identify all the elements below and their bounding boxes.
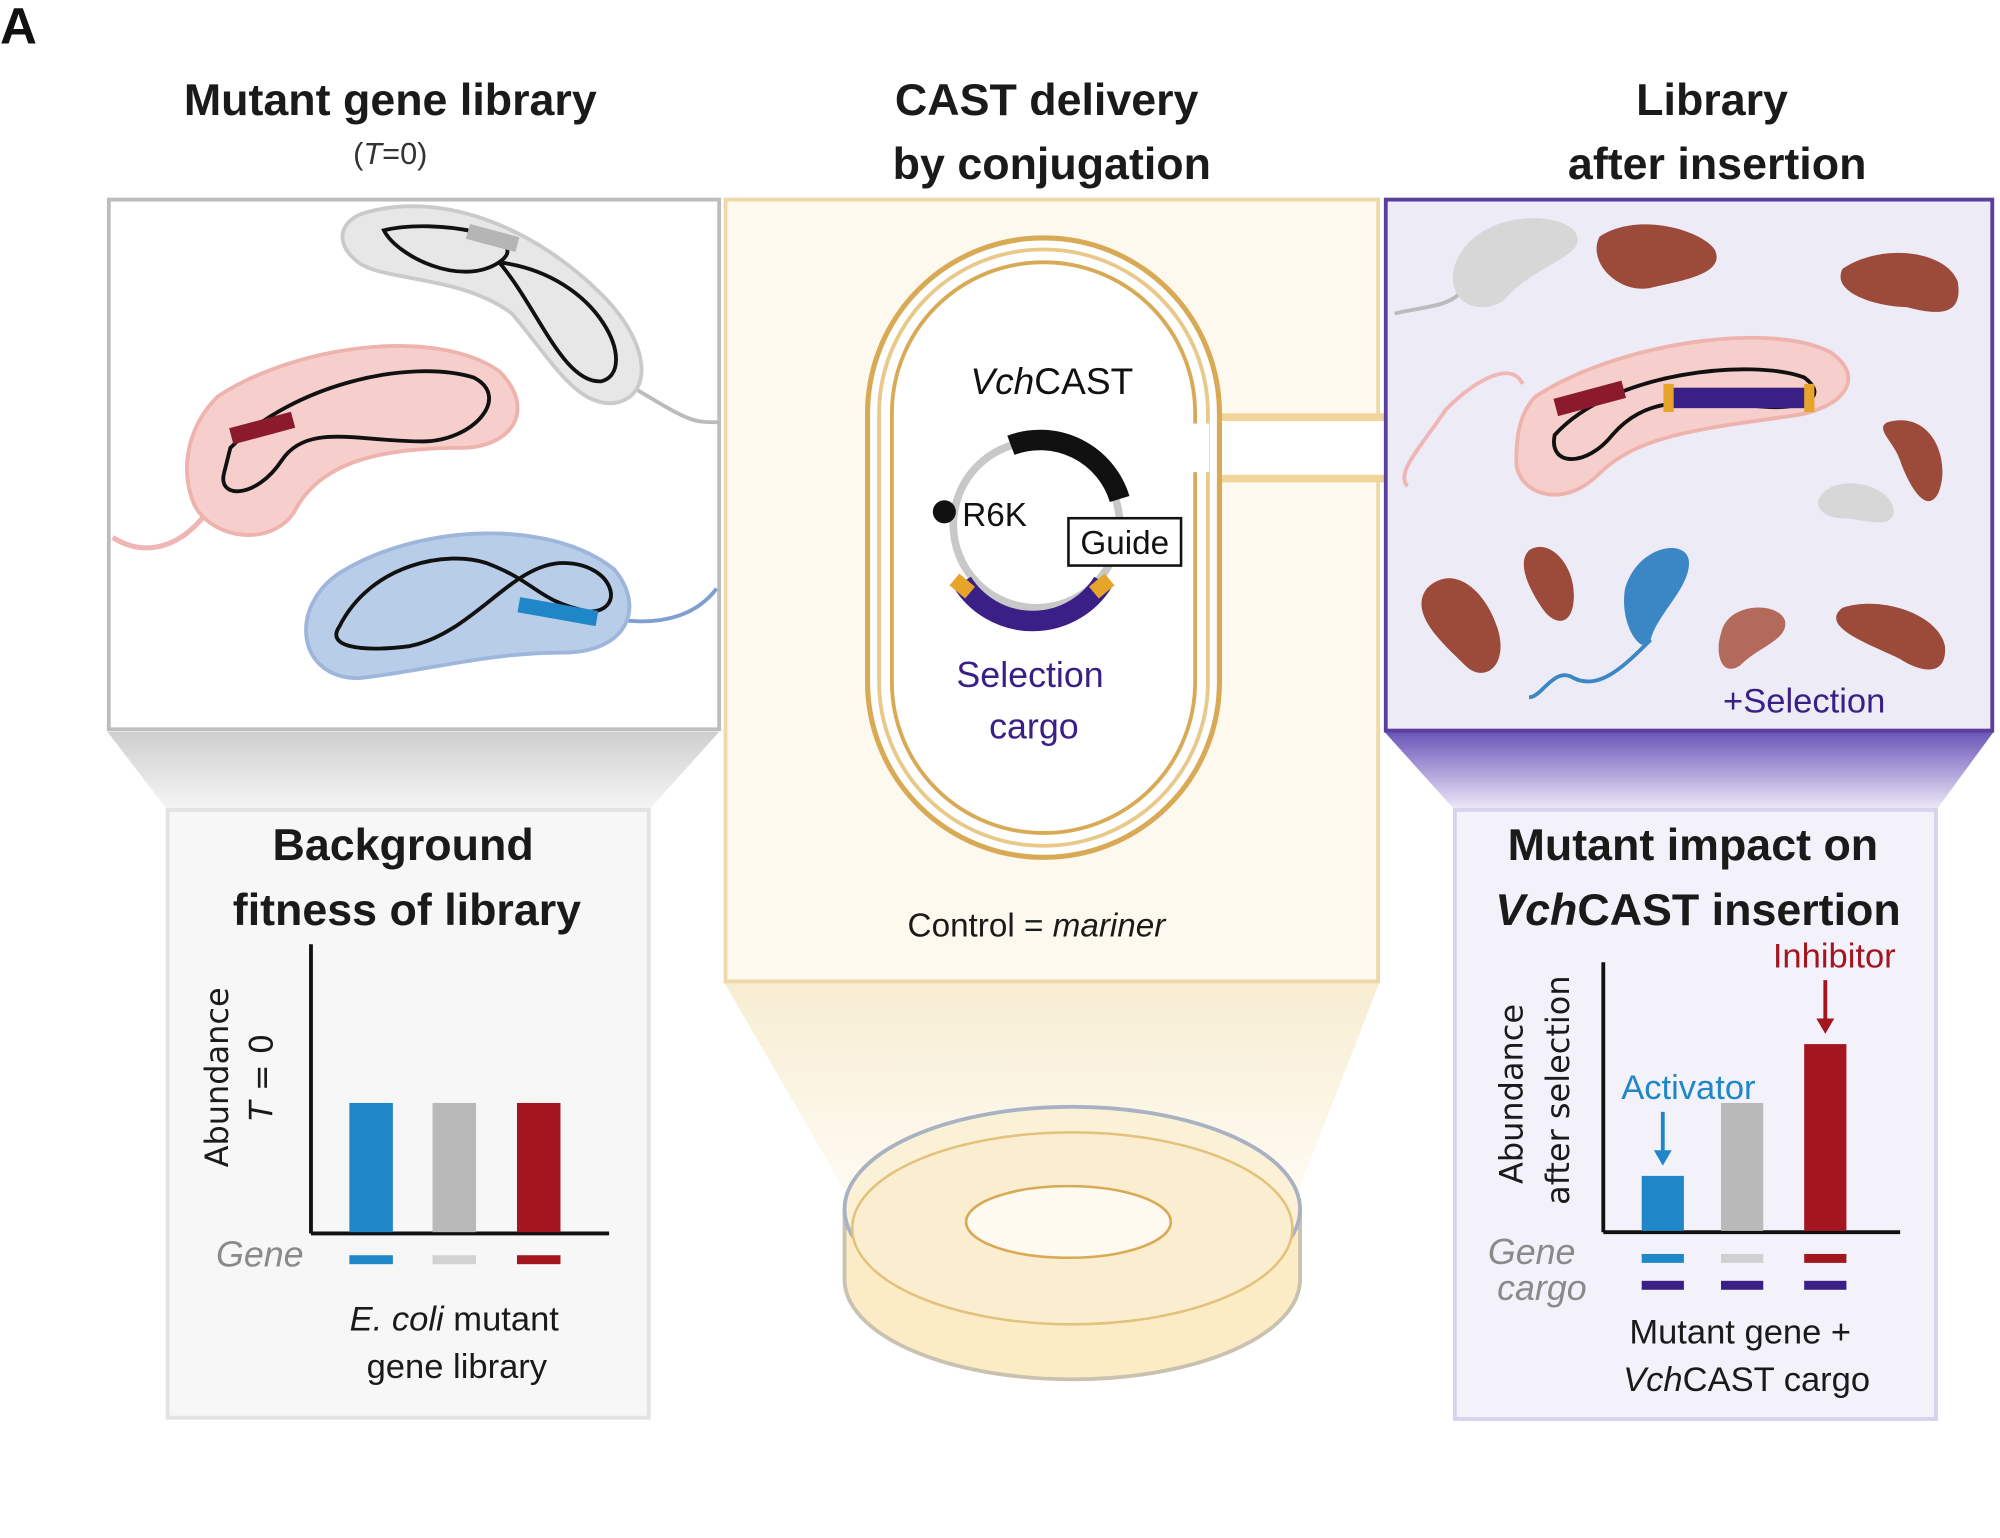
guide-box — [1067, 516, 1183, 567]
left-footer-1: E. coli mutant — [350, 1301, 560, 1339]
gene-marker-gray — [432, 1255, 477, 1265]
right-title-1: Library — [1636, 75, 1788, 125]
right-gene-label: Gene — [1488, 1232, 1576, 1272]
right-inset-title-2: VchCAST insertion — [1495, 885, 1900, 935]
arrowhead — [1653, 1150, 1672, 1166]
right-title-2: after insertion — [1568, 139, 1867, 189]
cargo-marker — [1804, 1280, 1847, 1290]
cargo-label-2: cargo — [989, 706, 1079, 746]
origin-label: R6K — [962, 497, 1027, 534]
middle-title-1: CAST delivery — [895, 75, 1199, 125]
annotation-activator: Activator — [1621, 1069, 1755, 1107]
left-gene-label: Gene — [216, 1235, 304, 1275]
left-subtitle: (T=0) — [353, 136, 427, 171]
control-label: Control = mariner — [908, 908, 1168, 945]
right-footer-2: VchCAST cargo — [1623, 1361, 1870, 1399]
cargo-label-1: Selection — [956, 655, 1103, 695]
gene-marker-blue — [349, 1255, 393, 1265]
left-ylabel-2: T = 0 — [243, 1034, 281, 1121]
left-footer-2: gene library — [367, 1348, 548, 1386]
bar-red — [1804, 1044, 1847, 1231]
bacterium-red — [111, 344, 520, 551]
right-footer-1: Mutant gene + — [1629, 1314, 1851, 1352]
bacterium-red-inserted — [1514, 335, 1851, 497]
middle-panel: VchCAST R6K Guide Selection cargo Contro… — [723, 197, 1514, 984]
right-panel: +Selection — [1383, 197, 1995, 733]
bacteria-population — [1394, 218, 1959, 700]
plasmid-label: VchCAST — [970, 360, 1133, 402]
origin-dot — [932, 500, 956, 524]
left-title: Mutant gene library — [184, 75, 597, 125]
left-inset-title-1: Background — [273, 820, 534, 870]
bacterium-blue — [304, 531, 719, 681]
gene-marker-red — [1804, 1253, 1847, 1263]
panel-label: A — [0, 0, 37, 55]
selection-label: +Selection — [1723, 683, 1885, 721]
right-ylabel-2: after selection — [1539, 975, 1577, 1204]
left-inset: Background fitness of library Abundance … — [165, 808, 651, 1420]
gene-marker-gray — [1721, 1253, 1764, 1263]
right-ylabel-1: Abundance — [1493, 1004, 1531, 1184]
right-funnel — [1384, 731, 1994, 809]
bacterium-gray — [340, 204, 720, 425]
gene-marker-red — [516, 1255, 561, 1265]
right-cargo-label: cargo — [1497, 1268, 1587, 1308]
plasmid: R6K Guide — [932, 429, 1183, 632]
bar-blue — [1641, 1175, 1684, 1231]
arrowhead — [1816, 1018, 1835, 1034]
cargo-marker — [1641, 1280, 1684, 1290]
bar-gray — [432, 1102, 477, 1233]
petri-dish-icon — [842, 1104, 1302, 1382]
bar-blue — [349, 1102, 393, 1233]
left-panel — [106, 197, 722, 732]
left-funnel — [107, 731, 720, 809]
guide-label: Guide — [1080, 525, 1169, 562]
right-inset-title-1: Mutant impact on — [1508, 820, 1879, 870]
right-inset: Mutant impact on VchCAST insertion Abund… — [1452, 808, 1938, 1421]
donor-cell — [865, 235, 1222, 860]
gene-marker-blue — [1641, 1253, 1684, 1263]
left-inset-title-2: fitness of library — [233, 885, 581, 935]
middle-title-2: by conjugation — [893, 139, 1211, 189]
bar-red — [516, 1102, 561, 1233]
cargo-marker — [1721, 1280, 1764, 1290]
annotation-inhibitor: Inhibitor — [1773, 937, 1896, 975]
left-ylabel-1: Abundance — [198, 987, 236, 1167]
bar-gray — [1721, 1102, 1764, 1231]
